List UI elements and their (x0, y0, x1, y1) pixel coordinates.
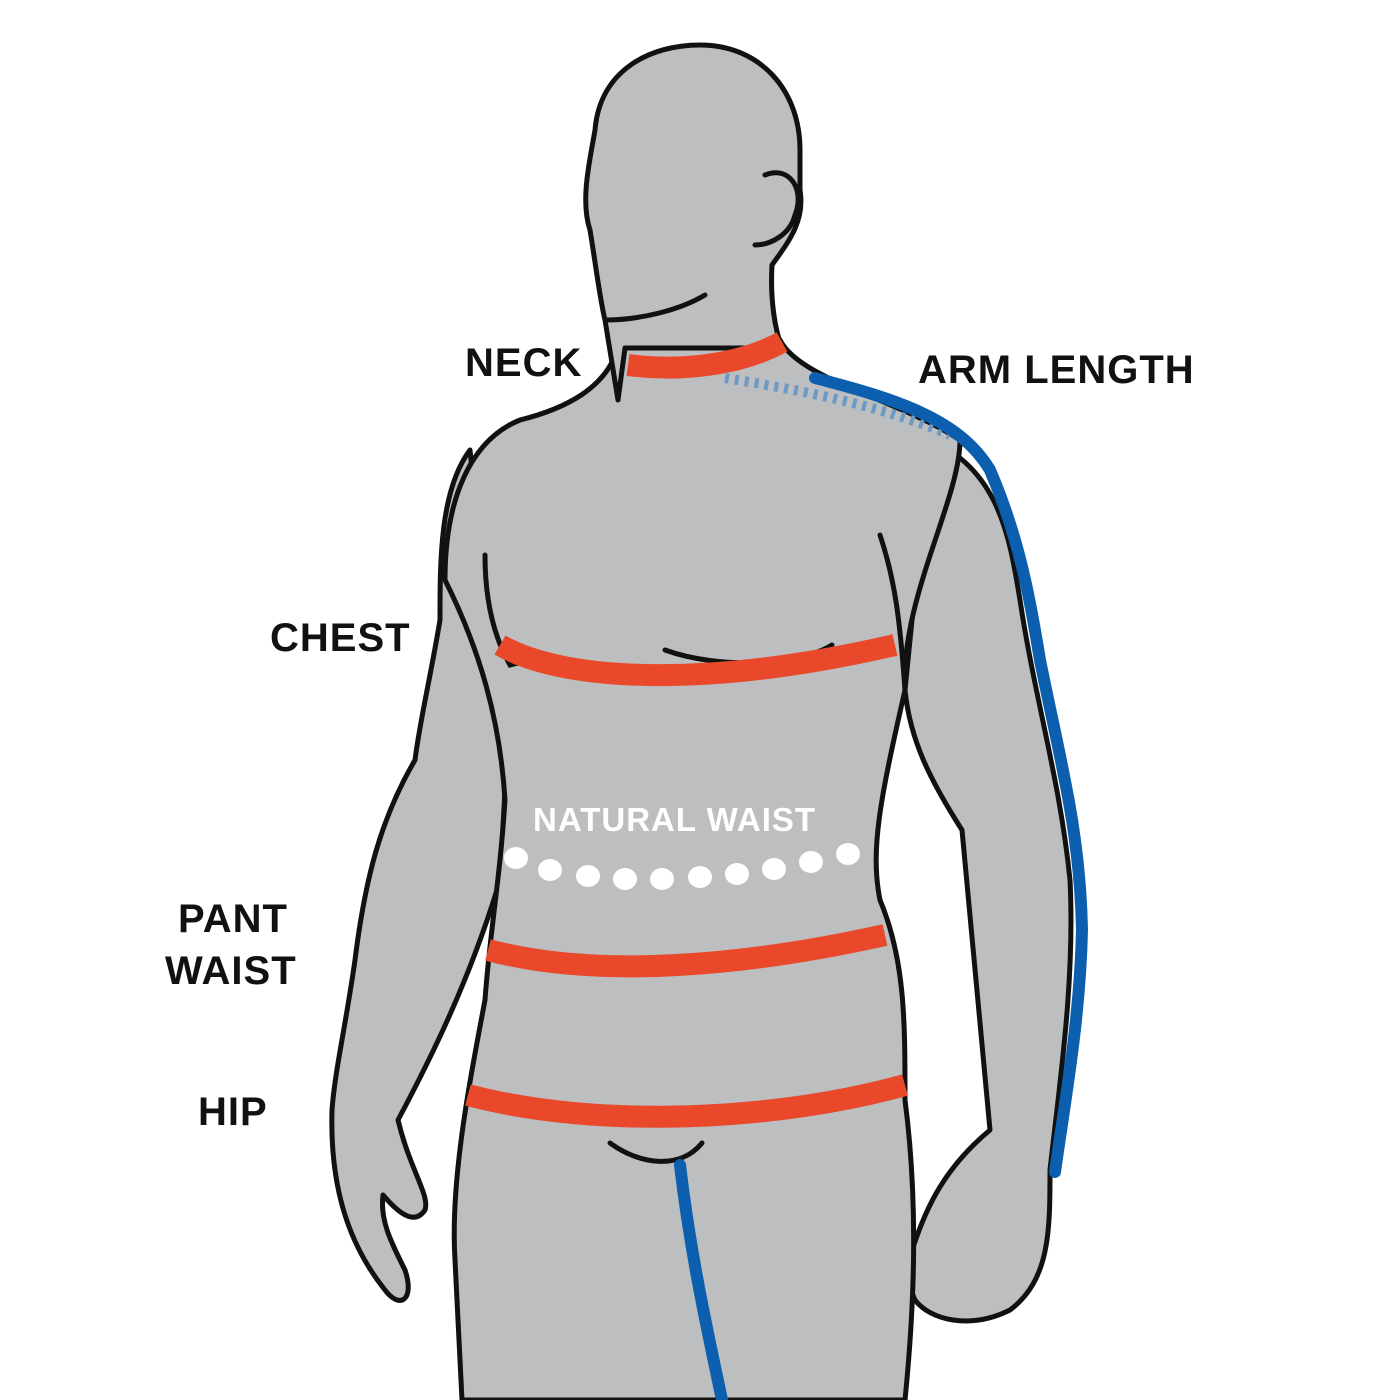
waist-dot (576, 865, 600, 887)
right-chest-contour (877, 532, 908, 693)
natural-waist-dots (504, 843, 860, 890)
label-arm-length: ARM LENGTH (918, 348, 1195, 392)
waist-dot (538, 859, 562, 881)
right-arm (902, 437, 1074, 1324)
pant-waist-band (485, 924, 888, 978)
human-figure (329, 42, 1074, 1400)
label-natural-waist: NATURAL WAIST (533, 801, 816, 838)
waist-dot (688, 866, 712, 888)
label-chest: CHEST (270, 616, 411, 660)
crotch-line (607, 1140, 705, 1164)
waist-dot (650, 868, 674, 890)
ear (752, 170, 801, 248)
neck-band (626, 332, 788, 379)
inseam-line (674, 1159, 728, 1400)
shoulder-dashed-line (724, 373, 952, 440)
head (583, 42, 804, 403)
waist-dot (762, 858, 786, 880)
label-pant-waist-line2: WAIST (165, 949, 297, 993)
waist-dot (725, 863, 749, 885)
label-hip: HIP (198, 1090, 268, 1134)
waist-dot (799, 851, 823, 873)
jaw-line (602, 292, 708, 323)
waist-dot (836, 843, 860, 865)
arm-length-line (809, 372, 1089, 1178)
label-neck: NECK (465, 341, 582, 385)
hip-band (465, 1074, 908, 1128)
measurement-lines (465, 332, 1089, 1400)
labels: NECK ARM LENGTH CHEST NATURAL WAIST PANT… (165, 341, 1195, 1134)
left-arm (329, 447, 508, 1303)
waist-dot (504, 847, 528, 869)
label-pant-waist-line1: PANT (178, 897, 288, 941)
chest-band (494, 634, 898, 687)
waist-dot (613, 868, 637, 890)
